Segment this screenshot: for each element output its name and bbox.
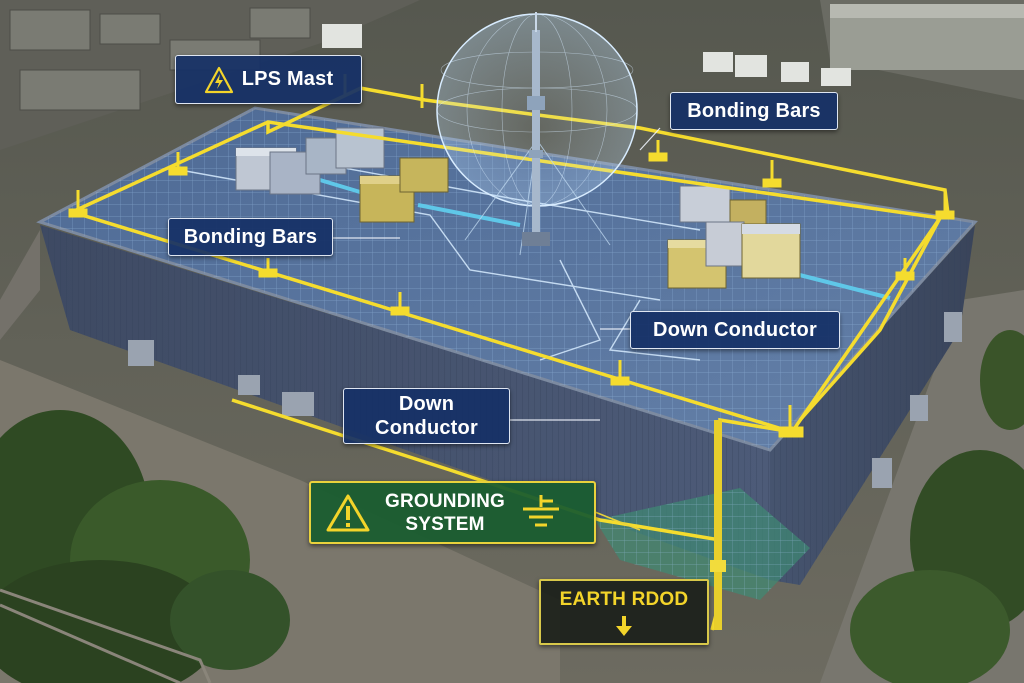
railway (0, 588, 212, 683)
access-road (0, 230, 40, 340)
lps-mast (522, 12, 550, 246)
down-conductor-center-label: Down Conductor (343, 388, 510, 444)
earth-rod-text: EARTH RDOD (559, 589, 689, 610)
down-conductor-right-label: Down Conductor (630, 311, 840, 349)
down-conductor-pipe (710, 420, 726, 630)
down-conductor-center-line2: Conductor (375, 417, 478, 439)
bonding-bars-left-text: Bonding Bars (183, 225, 318, 248)
warehouse-right-roof (830, 4, 1024, 18)
bonding-bars-left-label: Bonding Bars (168, 218, 333, 256)
bonding-bars-top-text: Bonding Bars (687, 99, 821, 122)
leader-lines (333, 127, 661, 421)
grounding-system-line1: GROUNDING (385, 490, 506, 512)
grounding-grid-lines (595, 488, 810, 600)
trees-right (850, 330, 1024, 683)
down-conductor-center-line1: Down (398, 393, 455, 415)
wall-vents (128, 312, 962, 488)
grounding-system-line2: SYSTEM (405, 513, 485, 535)
grounding-system-label: GROUNDING SYSTEM (309, 481, 596, 544)
parked-trucks (322, 24, 851, 86)
lps-mast-text: LPS Mast (241, 68, 334, 90)
grounding-leader (594, 511, 641, 531)
warning-triangle-icon (326, 494, 370, 531)
building-wall-right-ribs (770, 225, 975, 585)
lightning-warning-icon (204, 66, 233, 93)
hvac-units (235, 127, 801, 289)
lps-mast-label: LPS Mast (175, 55, 362, 104)
bonding-bars-top-label: Bonding Bars (670, 92, 838, 130)
down-arrow-icon (616, 616, 632, 636)
earth-rod-label: EARTH RDOD (539, 579, 709, 645)
down-conductor-right-text: Down Conductor (653, 318, 817, 341)
trees-left (0, 410, 290, 683)
ground-symbol-icon (523, 494, 560, 526)
plant-structures (9, 7, 311, 111)
